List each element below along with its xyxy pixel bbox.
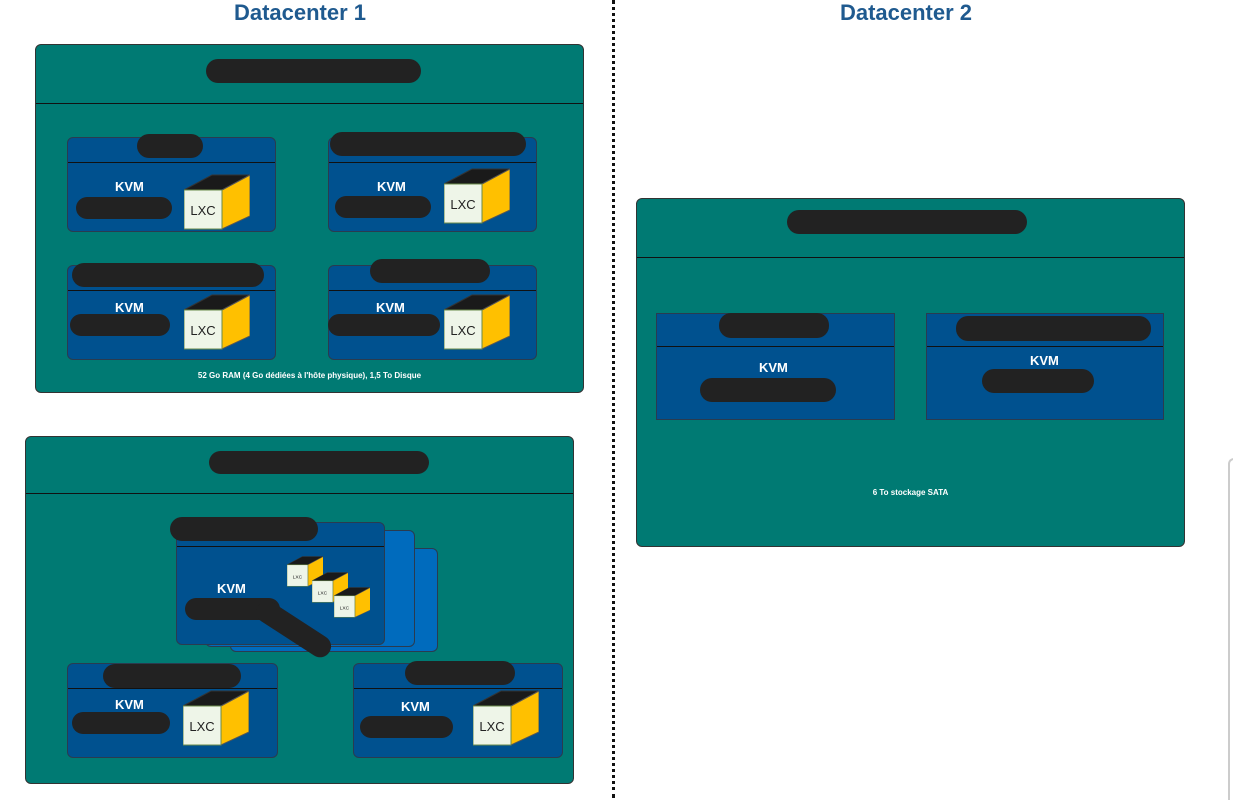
vm-header-divider — [68, 162, 275, 163]
redacted-vm-name — [719, 313, 829, 338]
vm-type-label: KVM — [377, 179, 406, 194]
vm-header-divider — [329, 162, 536, 163]
redacted-vm-name — [103, 664, 241, 688]
host-header-divider — [26, 493, 573, 494]
scrollbar[interactable] — [1228, 458, 1233, 800]
vm-header-divider — [927, 346, 1163, 347]
redacted-host-name — [787, 210, 1027, 234]
vm-header-divider — [68, 688, 277, 689]
container-label: LXC — [479, 719, 504, 734]
lxc-container-cube-icon: LXC — [443, 168, 511, 229]
redacted-vm-name — [956, 316, 1151, 341]
lxc-container-cube-icon: LXC — [183, 174, 251, 235]
datacenter-divider — [612, 0, 615, 798]
vm-type-label: KVM — [376, 300, 405, 315]
vm-type-label: KVM — [759, 360, 788, 375]
container-label: LXC — [190, 323, 215, 338]
host-header-divider — [637, 257, 1184, 258]
lxc-container-cube-icon: LXC — [443, 294, 511, 355]
host-header-divider — [36, 103, 583, 104]
redacted-vm-name — [405, 661, 515, 685]
vm-header-divider — [177, 546, 384, 547]
vm-header-divider — [329, 290, 536, 291]
redacted-vm-specs — [70, 314, 170, 336]
redacted-vm-specs — [335, 196, 431, 218]
vm-header-divider — [68, 290, 275, 291]
vm-header-divider — [657, 346, 894, 347]
vm-header-divider — [354, 688, 562, 689]
container-label: LXC — [189, 719, 214, 734]
redacted-vm-name — [72, 263, 264, 287]
host-specs: 6 To stockage SATA — [872, 488, 949, 497]
redacted-host-name — [209, 451, 429, 474]
redacted-vm-specs — [72, 712, 170, 734]
lxc-container-cube-icon: LXC — [472, 690, 540, 751]
container-label: LXC — [318, 591, 328, 597]
datacenter-2-title: Datacenter 2 — [839, 0, 973, 25]
vm-type-label: KVM — [115, 300, 144, 315]
redacted-vm-specs — [700, 378, 836, 402]
vm-type-label: KVM — [401, 699, 430, 714]
vm-type-label: KVM — [217, 581, 246, 596]
lxc-container-cube-icon: LXC — [182, 690, 250, 751]
lxc-container-cube-icon: LXC — [333, 587, 371, 623]
lxc-container-cube-icon: LXC — [183, 294, 251, 355]
container-label: LXC — [190, 203, 215, 218]
container-label: LXC — [293, 575, 303, 581]
container-label: LXC — [340, 606, 350, 612]
vm-type-label: KVM — [1030, 353, 1059, 368]
redacted-vm-name — [330, 132, 526, 156]
redacted-vm-name — [137, 134, 203, 158]
redacted-vm-specs — [76, 197, 172, 219]
datacenter-1-title: Datacenter 1 — [233, 0, 367, 25]
redacted-vm-specs — [982, 369, 1094, 393]
vm-type-label: KVM — [115, 697, 144, 712]
redacted-vm-specs — [328, 314, 440, 336]
redacted-host-name — [206, 59, 421, 83]
redacted-vm-name — [370, 259, 490, 283]
redacted-vm-specs — [360, 716, 453, 738]
container-label: LXC — [450, 323, 475, 338]
container-label: LXC — [450, 197, 475, 212]
redacted-vm-name — [170, 517, 318, 541]
vm-type-label: KVM — [115, 179, 144, 194]
host-specs: 52 Go RAM (4 Go dédiées à l'hôte physiqu… — [197, 371, 422, 380]
